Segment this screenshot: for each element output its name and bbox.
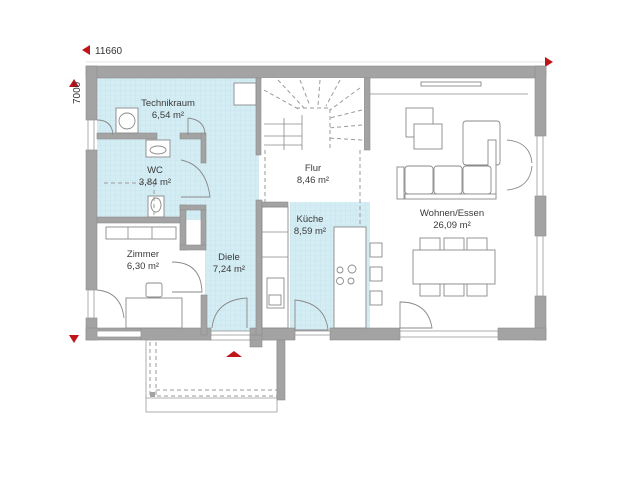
room-name-kueche: Küche [297, 214, 324, 225]
width-dimension: 11660 [95, 46, 123, 57]
room-name-wc: WC [147, 165, 163, 176]
walls [85, 65, 547, 348]
dimension-marker-left-icon [82, 45, 90, 55]
diele-entry-door [211, 297, 248, 329]
wc-furniture [104, 139, 211, 218]
room-name-technikraum: Technikraum [141, 98, 195, 109]
room-name-zimmer: Zimmer [127, 249, 159, 260]
room-area-kueche: 8,59 m² [294, 226, 326, 237]
dimension-marker-bottom-icon [69, 335, 79, 343]
room-name-wohnen-essen: Wohnen/Essen [420, 208, 484, 219]
room-area-technikraum: 6,54 m² [152, 110, 184, 121]
room-name-flur: Flur [305, 163, 321, 174]
room-area-wc: 3,84 m² [139, 177, 171, 188]
tiled-floor-areas [97, 78, 370, 335]
kitchen-furniture [261, 206, 383, 331]
depth-dimension: 7000 [72, 81, 83, 104]
living-dining-furniture [370, 81, 533, 329]
staircase [262, 78, 364, 330]
room-area-zimmer: 6,30 m² [127, 261, 159, 272]
entry-porch [145, 339, 286, 413]
room-area-wohnen-essen: 26,09 m² [433, 220, 471, 231]
dimension-marker-top-icon [69, 79, 79, 87]
room-labels: Technikraum 6,54 m² WC 3,84 m² Zimmer 6,… [127, 98, 484, 275]
dimension-marker-right-icon [545, 57, 553, 67]
room-area-diele: 7,24 m² [213, 264, 245, 275]
room-name-diele: Diele [218, 252, 240, 263]
zimmer-furniture [96, 226, 203, 329]
technikraum-furniture [96, 82, 257, 136]
dimension-bar [86, 40, 546, 62]
section-marker-icon [226, 351, 242, 357]
room-area-flur: 8,46 m² [297, 175, 329, 186]
